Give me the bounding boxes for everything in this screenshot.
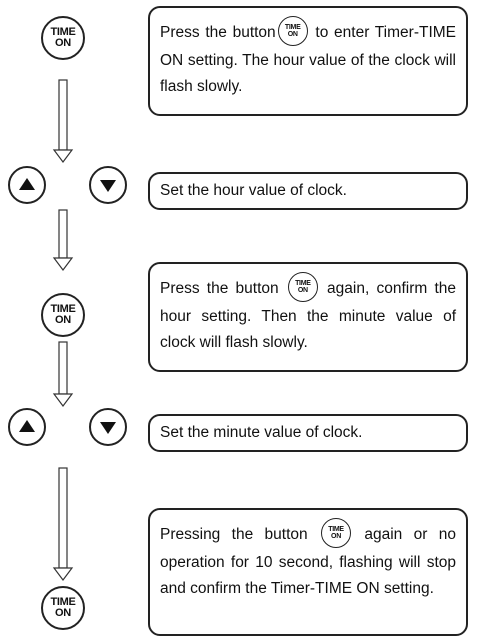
down-arrow-button-1[interactable] — [89, 166, 127, 204]
time-on-label-top: TIME — [50, 596, 76, 608]
time-on-button-2[interactable]: TIME ON — [41, 293, 85, 337]
flow-arrow-1 — [52, 79, 74, 163]
time-on-label-bottom: ON — [55, 314, 71, 326]
step-4-text: Set the minute value of clock. — [160, 424, 363, 441]
flow-arrow-3 — [52, 341, 74, 407]
step-3-text-after: again, confirm the hour setting. Then th… — [160, 280, 457, 351]
up-arrow-icon — [19, 178, 35, 190]
time-on-label-top: TIME — [50, 26, 76, 38]
time-on-label-bottom: ON — [55, 607, 71, 619]
step-5-text-after: again or no operation for 10 second, fla… — [160, 526, 456, 597]
flow-arrow-2 — [52, 209, 74, 271]
time-on-button-1[interactable]: TIME ON — [41, 16, 85, 60]
down-arrow-icon — [100, 180, 116, 192]
step-1-text-before: Press the button — [160, 24, 276, 42]
up-arrow-button-1[interactable] — [8, 166, 46, 204]
up-arrow-button-2[interactable] — [8, 408, 46, 446]
step-1-text-after: to enter Timer-TIME ON setting. The hour… — [160, 24, 456, 95]
step-5-text-before: Pressing the button — [160, 526, 319, 544]
step-4-box: Set the minute value of clock. — [148, 414, 468, 452]
step-2-text: Set the hour value of clock. — [160, 182, 347, 199]
step-3-text-before: Press the button — [160, 280, 286, 298]
up-arrow-icon — [19, 420, 35, 432]
time-on-button-3[interactable]: TIME ON — [41, 586, 85, 630]
down-arrow-icon — [100, 422, 116, 434]
flow-arrow-4 — [52, 467, 74, 581]
down-arrow-button-2[interactable] — [89, 408, 127, 446]
time-on-label-bottom: ON — [55, 37, 71, 49]
step-2-box: Set the hour value of clock. — [148, 172, 468, 210]
time-on-label-top: TIME — [50, 303, 76, 315]
